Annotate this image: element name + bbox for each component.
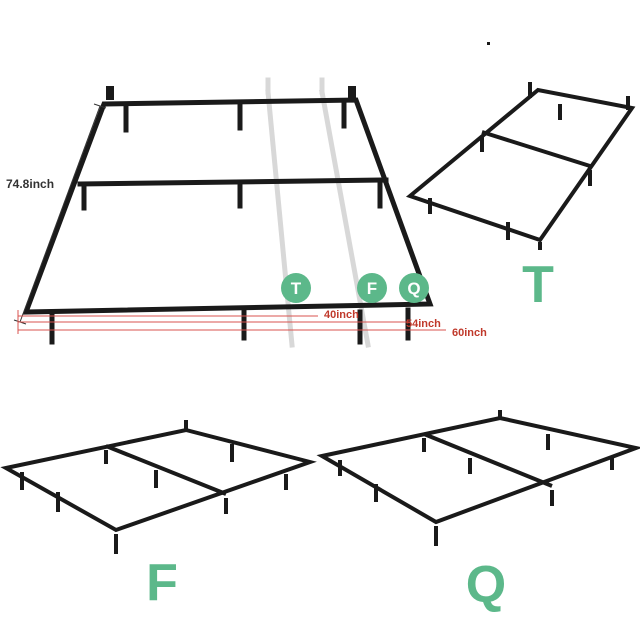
length-label: 74.8inch — [6, 177, 54, 191]
svg-text:Q: Q — [407, 279, 420, 298]
size-label-twin: T — [522, 256, 554, 314]
width-queen-label: 60inch — [452, 327, 487, 339]
size-label-queen: Q — [466, 556, 506, 614]
badge-twin: T — [281, 273, 311, 303]
queen-bed-frame — [316, 410, 640, 546]
full-bed-frame — [0, 420, 317, 554]
badge-full: F — [357, 273, 387, 303]
svg-text:T: T — [291, 279, 302, 298]
width-full-label: 54inch — [406, 318, 441, 330]
width-twin-label: 40inch — [324, 309, 359, 321]
main-bed-frame — [22, 77, 434, 348]
badge-queen: Q — [399, 273, 429, 303]
twin-bed-frame — [405, 82, 636, 250]
svg-text:F: F — [367, 279, 377, 298]
speck — [487, 42, 490, 45]
size-label-full: F — [146, 554, 178, 612]
ghost-rails — [265, 77, 371, 348]
width-dimensions — [17, 310, 446, 334]
